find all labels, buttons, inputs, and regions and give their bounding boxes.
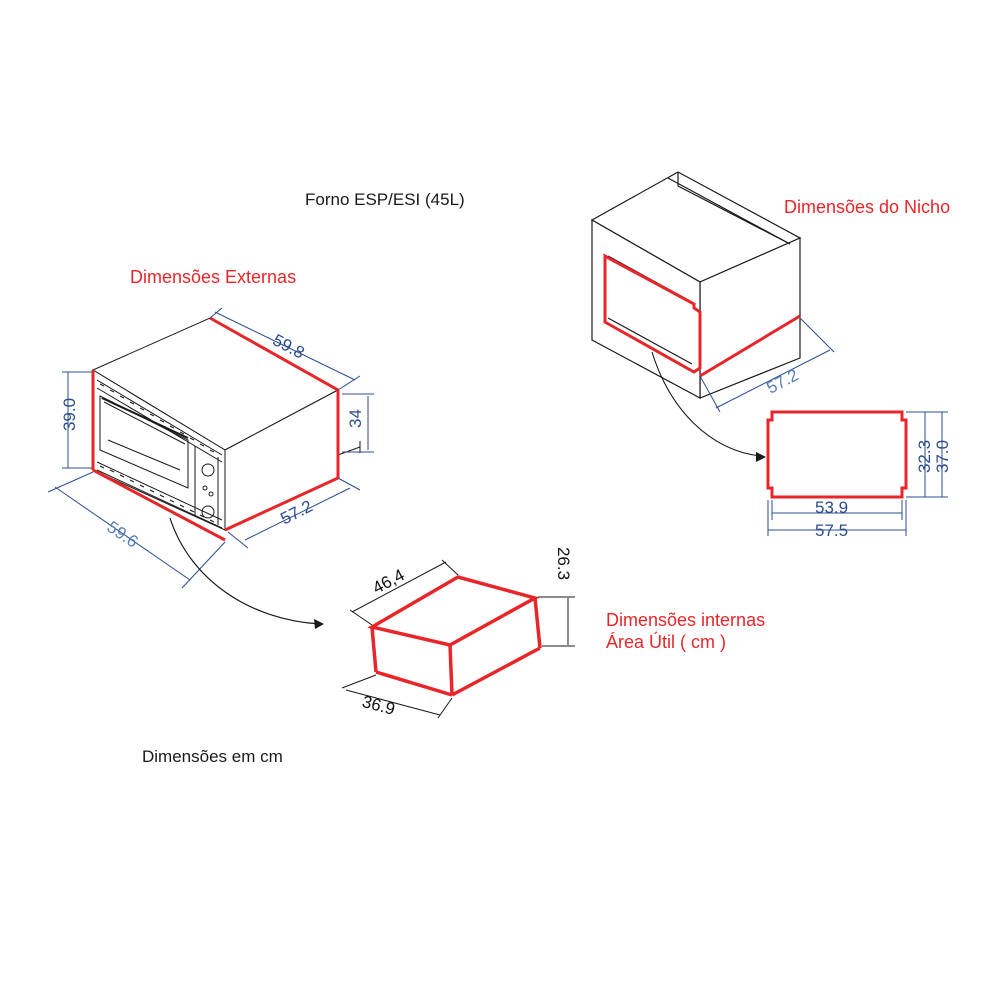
niche-arrow — [651, 351, 761, 457]
niche-opening-height-min-value: 32.3 — [915, 439, 935, 474]
page-title: Forno ESP/ESI (45L) — [305, 190, 465, 209]
internal-dimensions-label: Dimensões internas Área Útil ( cm ) — [606, 610, 765, 653]
external-dimensions-label: Dimensões Externas — [130, 267, 297, 287]
units-note: Dimensões em cm — [142, 747, 283, 766]
niche-opening-dimension-lines — [767, 411, 948, 536]
internal-arrow-head — [314, 619, 324, 629]
internal-dimension-lines — [341, 559, 575, 719]
external-dimension-lines — [47, 307, 374, 589]
internal-height-value: 26.3 — [554, 546, 574, 581]
oven-illustration — [91, 317, 361, 531]
niche-dimension-lines — [699, 317, 835, 413]
external-inner-height-value: 34 — [345, 409, 365, 428]
niche-illustration — [590, 171, 802, 400]
niche-opening-width-max-value: 57.5 — [815, 521, 849, 540]
internal-box — [367, 575, 542, 697]
external-height-value: 39.0 — [60, 397, 80, 432]
internal-label-line2: Área Útil ( cm ) — [606, 631, 727, 652]
internal-label-line1: Dimensões internas — [606, 610, 766, 630]
internal-arrow — [169, 517, 321, 625]
niche-highlights — [603, 253, 801, 378]
niche-arrow-head — [756, 452, 766, 462]
niche-opening-width-min-value: 53.9 — [815, 498, 849, 517]
niche-dimensions-label: Dimensões do Nicho — [784, 197, 951, 217]
external-dimension-highlights — [91, 316, 340, 542]
niche-opening-height-max-value: 37.0 — [933, 439, 953, 474]
niche-opening — [766, 410, 908, 499]
